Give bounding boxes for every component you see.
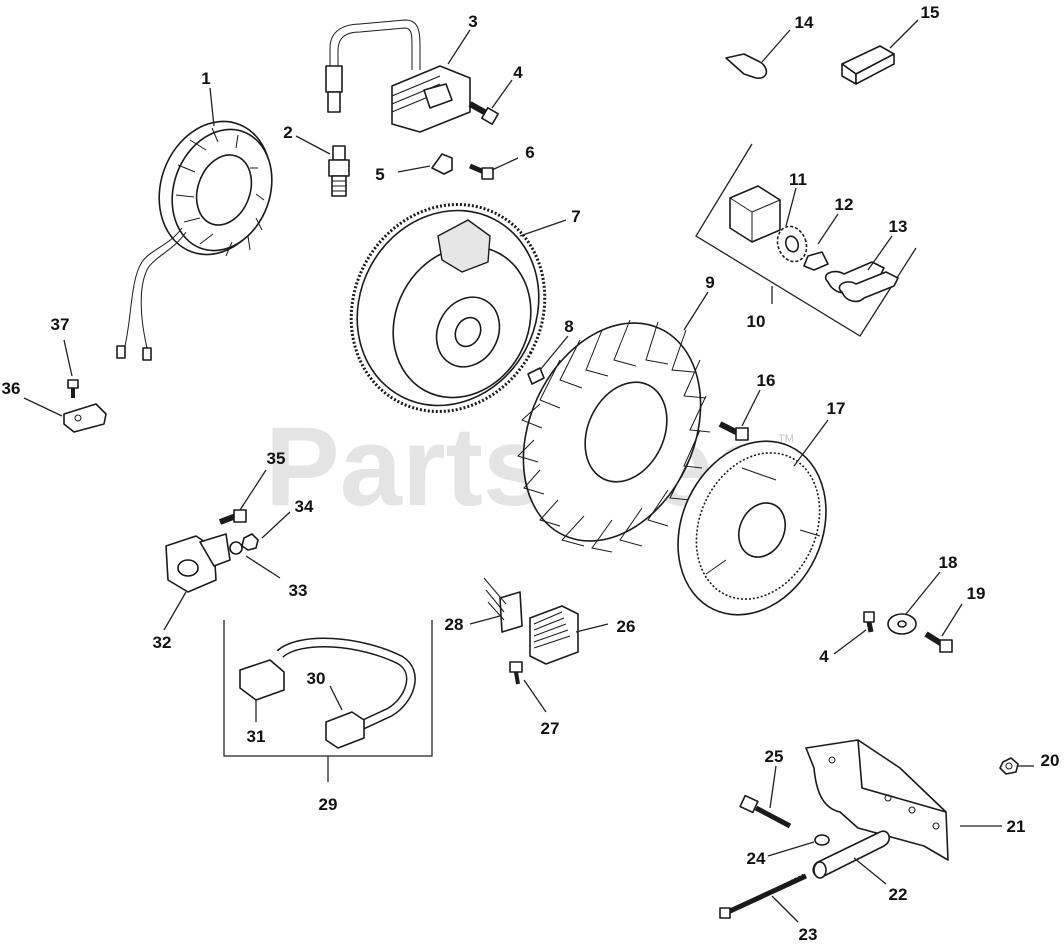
callout-37: 37	[51, 315, 70, 334]
callout-1: 1	[201, 69, 210, 88]
callout-34: 34	[295, 497, 314, 516]
part-20-nut	[999, 757, 1019, 775]
callout-7: 7	[571, 207, 580, 226]
part-21-mounting-bracket	[805, 739, 949, 861]
part-4-bolt-b	[863, 611, 875, 633]
callout-8: 8	[564, 317, 573, 336]
part-14-wire-clip	[725, 53, 768, 79]
callout-9: 9	[705, 273, 714, 292]
callout-4: 4	[513, 63, 523, 82]
callout-4b: 4	[819, 647, 829, 666]
callout-33: 33	[289, 581, 308, 600]
callout-16: 16	[757, 371, 776, 390]
part-15-connector	[841, 45, 895, 85]
callout-13: 13	[889, 217, 908, 236]
callout-21: 21	[1007, 817, 1026, 836]
part-17-grass-screen	[677, 440, 827, 616]
callout-36: 36	[2, 379, 21, 398]
part-36-clamp	[63, 403, 107, 433]
callout-31: 31	[247, 727, 266, 746]
part-30-31-wiring-harness	[239, 637, 416, 749]
part-25-bolt	[739, 794, 792, 829]
part-11-ignition-switch	[729, 185, 781, 243]
part-37-screw	[67, 379, 79, 398]
part-19-bolt	[924, 631, 953, 653]
part-16-bolt	[718, 421, 749, 441]
callout-19: 19	[967, 584, 986, 603]
part-13-keys	[824, 261, 899, 303]
callout-15: 15	[921, 3, 940, 22]
callout-17: 17	[827, 399, 846, 418]
part-22-spacer-tube	[812, 830, 891, 879]
part-7-flywheel	[349, 203, 547, 413]
part-8-key	[527, 367, 545, 385]
callout-23: 23	[799, 925, 818, 944]
leader-lines	[23, 19, 1034, 923]
callout-28: 28	[445, 615, 464, 634]
part-27-screw	[509, 661, 523, 685]
part-9-cooling-fan	[517, 319, 711, 553]
callout-35: 35	[267, 449, 286, 468]
part-28-connector	[483, 577, 523, 633]
callout-10: 10	[747, 312, 766, 331]
part-10-keyswitch-assembly-bracket	[695, 143, 917, 337]
callout-2: 2	[283, 123, 292, 142]
part-33-lockwasher	[229, 541, 243, 555]
callout-32: 32	[153, 633, 172, 652]
callout-25: 25	[765, 747, 784, 766]
callout-labels: 1 2 3 4 5 6 7 8 9 10 11 12 13 14 15 16 1…	[2, 3, 1060, 944]
callout-30: 30	[307, 669, 326, 688]
part-12-washer-nut	[776, 225, 829, 271]
callout-24: 24	[747, 849, 766, 868]
part-26-voltage-regulator	[529, 605, 579, 665]
callout-14: 14	[795, 13, 814, 32]
part-23-long-bolt	[719, 873, 808, 919]
part-4-bolt	[468, 101, 499, 125]
callout-18: 18	[939, 553, 958, 572]
part-24-washer	[814, 834, 830, 846]
part-32-rectifier	[165, 533, 231, 593]
callout-29: 29	[319, 795, 338, 814]
callout-3: 3	[468, 12, 477, 31]
part-2-spark-plug	[328, 145, 350, 197]
part-35-bolt	[218, 509, 247, 525]
part-1-stator	[116, 120, 273, 361]
callout-5: 5	[375, 165, 384, 184]
callout-26: 26	[617, 617, 636, 636]
part-34-nut	[241, 533, 259, 551]
part-29-harness-assembly-bracket	[223, 620, 433, 782]
callout-22: 22	[889, 885, 908, 904]
watermark-trademark: TM	[778, 433, 794, 445]
callout-27: 27	[541, 719, 560, 738]
callout-20: 20	[1041, 751, 1060, 770]
callout-11: 11	[789, 170, 807, 189]
part-18-washer	[887, 613, 917, 635]
part-5-clip	[431, 153, 453, 175]
callout-6: 6	[525, 143, 534, 162]
part-6-screw	[469, 163, 494, 180]
callout-12: 12	[835, 195, 854, 214]
part-3-ignition-module	[325, 19, 471, 133]
